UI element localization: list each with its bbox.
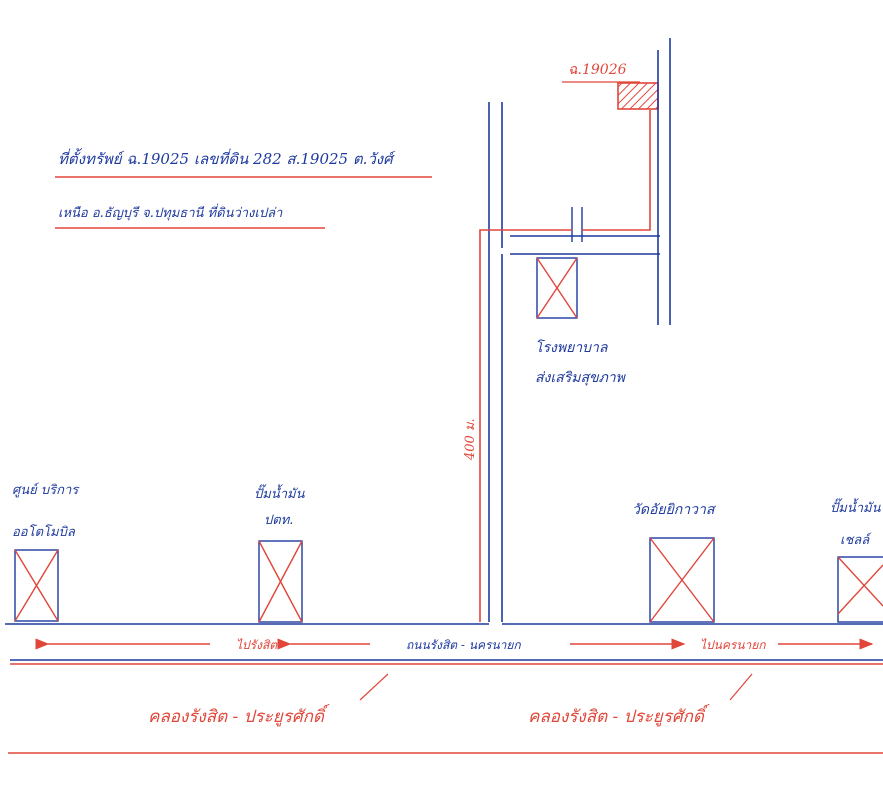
right-gas-cross [837,564,883,615]
left-landmark-building [14,549,59,622]
left-landmark-cross [14,549,59,622]
right-gas-building [837,556,883,623]
right-gas-cross [837,556,883,607]
temple-label: วัดอัยยิกาวาส [632,502,717,518]
distance-label: 400 ม. [463,418,478,461]
temple-cross [649,537,715,623]
route-to-parcel [479,110,651,622]
canal-label-pointer-left [359,673,389,701]
hospital-label-line1: โรงพยาบาล [535,339,609,356]
ptt-cross [258,540,303,623]
temple-building [649,537,715,623]
area-line: เหนือ อ.ธัญบุรี จ.ปทุมธานี ที่ดินว่างเปล… [58,203,283,221]
hospital-building [536,257,578,319]
location-title: ที่ตั้งทรัพย์ ฉ.19025 เลขที่ดิน 282 ส.19… [58,148,396,168]
canal-label-pointer-right [729,673,753,701]
canal-label-right: คลองรังสิต - ประยูรศักดิ์ [528,704,710,727]
right-gas-label-line2: เชลล์ [840,532,872,548]
road-name-label: ถนนรังสิต - นครนายก [406,638,521,652]
right-gas-label-line1: ปั๊มน้ำมัน [830,498,882,516]
left-landmark-label-line2: ออโตโมบิล [12,524,76,540]
hospital-label-line2: ส่งเสริมสุขภาพ [535,370,627,386]
ptt-building [258,540,303,623]
ptt-label-line2: ปตท. [264,513,293,528]
subject-parcel [617,82,659,110]
left-landmark-label-line1: ศูนย์ บริการ [12,482,80,498]
subject-parcel-label: ฉ.19026 [568,62,627,78]
to-rangsit-label: ไปรังสิต [236,638,278,652]
to-nakhon-nayok-label: ไปนครนายก [700,638,766,652]
hospital-building-cross [536,257,578,319]
canal-label-left: คลองรังสิต - ประยูรศักดิ์ [148,704,330,727]
ptt-label-line1: ปั๊มน้ำมัน [254,484,306,502]
